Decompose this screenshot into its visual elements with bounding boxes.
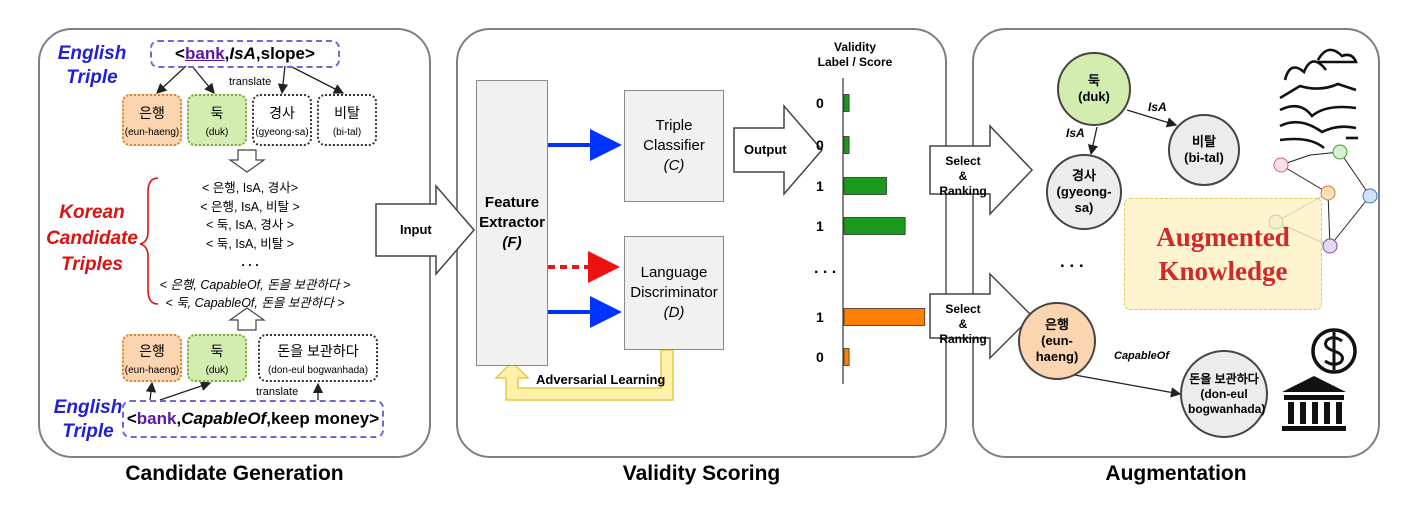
augmentation-title: Augmentation bbox=[1105, 462, 1247, 485]
word-box-duk-top: 둑(duk) bbox=[187, 94, 247, 146]
node-money: 돈을 보관하다(don-eul bogwanhada) bbox=[1180, 350, 1268, 438]
candidate-item: < 둑, IsA, 경사 > bbox=[206, 218, 294, 232]
word-box-bital: 비탈(bi-tal) bbox=[317, 94, 377, 146]
word-box-money: 돈을 보관하다(don-eul bogwanhada) bbox=[258, 334, 378, 382]
validity-label: 0 bbox=[816, 349, 824, 365]
select-ranking-label-1: Select& Ranking bbox=[939, 154, 987, 198]
validity-label: 0 bbox=[816, 95, 824, 111]
triple-head-bank: bank bbox=[136, 409, 177, 428]
candidate-item: < 은행, IsA, 비탈 > bbox=[200, 199, 300, 214]
select-ranking-arrow-2 bbox=[929, 272, 1034, 360]
score-bar bbox=[843, 348, 850, 366]
english-triple-bottom: < bank, CapableOf, keep money> bbox=[122, 400, 384, 438]
node-duk: 둑(duk) bbox=[1057, 52, 1131, 126]
translate-label-bottom: translate bbox=[256, 386, 299, 398]
validity-label: 1 bbox=[816, 309, 824, 325]
candidate-ellipsis: . . . bbox=[241, 255, 259, 269]
output-arrow bbox=[733, 103, 823, 197]
candidate-item: < 둑, IsA, 비탈 > bbox=[206, 236, 294, 251]
validity-label: 0 bbox=[816, 137, 824, 153]
validity-label: 1 bbox=[816, 218, 824, 234]
score-bar bbox=[843, 94, 850, 112]
english-triple-top: < bank, IsA, slope> bbox=[150, 40, 340, 68]
score-bar bbox=[843, 136, 850, 154]
word-box-eunhaeng-top: 은행(eun-haeng) bbox=[122, 94, 182, 146]
landscape-icon bbox=[1279, 48, 1358, 150]
node-gyeongsa: 경사(gyeong-sa) bbox=[1046, 154, 1122, 230]
word-box-duk-bottom: 둑(duk) bbox=[187, 334, 247, 382]
validity-scoring-title: Validity Scoring bbox=[622, 462, 781, 485]
candidate-item: < 은행, CapableOf, 돈을 보관하다 > bbox=[159, 278, 351, 292]
score-bar bbox=[843, 308, 926, 326]
candidate-list-1: < 은행, IsA, 경사> < 은행, IsA, 비탈 > < 둑, IsA,… bbox=[160, 179, 340, 272]
word-box-gyeongsa: 경사(gyeong-sa) bbox=[252, 94, 312, 146]
candidate-item: < 은행, IsA, 경사> bbox=[201, 181, 299, 195]
score-ellipsis: . . . bbox=[814, 260, 837, 277]
candidate-generation-title: Candidate Generation bbox=[125, 462, 344, 485]
triple-head-bank: bank bbox=[184, 44, 225, 63]
select-ranking-label-2: Select& Ranking bbox=[939, 302, 987, 346]
translate-label-top: translate bbox=[229, 76, 272, 88]
validity-label: 1 bbox=[816, 178, 824, 194]
score-bar bbox=[843, 177, 887, 195]
output-label: Output bbox=[744, 142, 787, 157]
edge-capableof: CapableOf bbox=[1114, 350, 1170, 362]
adversarial-learning-label: Adversarial Learning bbox=[536, 372, 666, 387]
word-box-eunhaeng-bottom: 은행(eun-haeng) bbox=[122, 334, 182, 382]
bank-icon bbox=[1282, 376, 1346, 431]
candidate-item: < 둑, CapableOf, 돈을 보관하다 > bbox=[165, 296, 345, 310]
input-label: Input bbox=[400, 222, 432, 237]
input-arrow bbox=[375, 183, 475, 277]
node-eunhaeng: 은행(eun-haeng) bbox=[1018, 302, 1096, 380]
edge-isa-1: IsA bbox=[1066, 126, 1085, 140]
knowledge-graph-icon bbox=[1268, 144, 1378, 254]
node-bital: 비탈(bi-tal) bbox=[1168, 114, 1240, 186]
dollar-icon bbox=[1311, 328, 1357, 374]
select-ranking-arrow-1 bbox=[929, 124, 1034, 216]
edge-isa-2: IsA bbox=[1148, 100, 1167, 114]
score-bar bbox=[843, 217, 906, 235]
candidate-list-2: < 은행, CapableOf, 돈을 보관하다 > < 둑, CapableO… bbox=[150, 276, 360, 312]
augmentation-ellipsis: . . . bbox=[1060, 252, 1084, 271]
